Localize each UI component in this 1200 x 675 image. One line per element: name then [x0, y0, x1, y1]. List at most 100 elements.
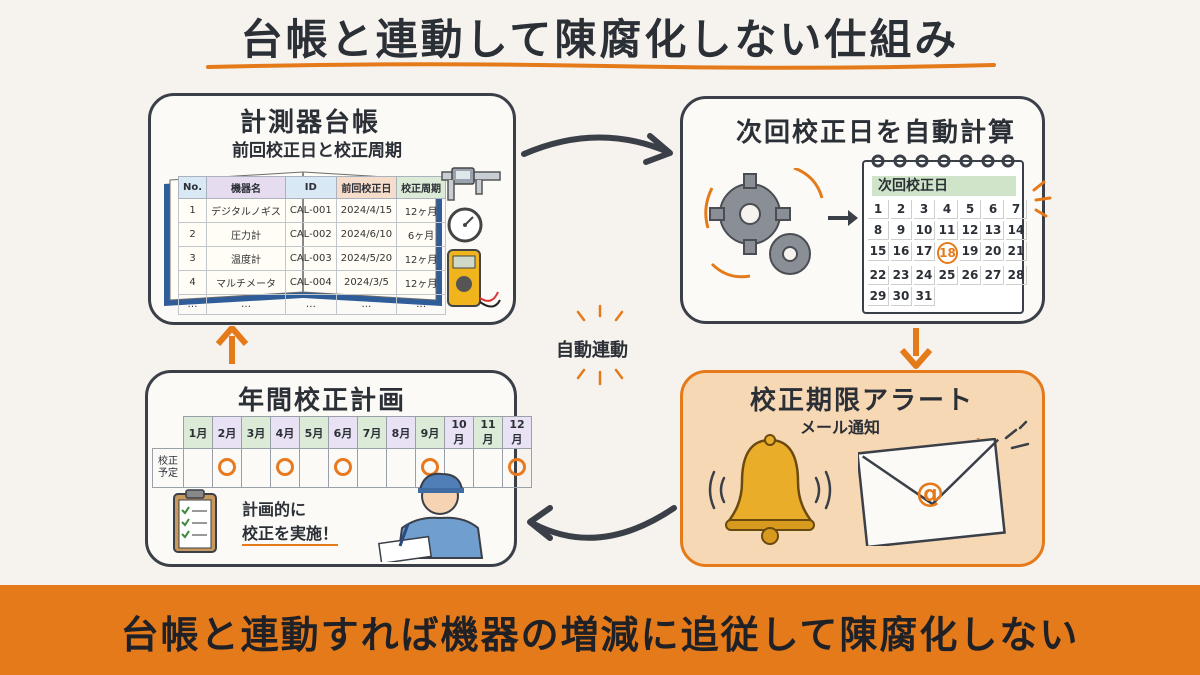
ledger-header-cell: ID — [284, 176, 337, 199]
calendar-day: 16 — [891, 242, 912, 261]
month-header: 11月 — [473, 416, 503, 449]
calendar-day: 6 — [983, 200, 1004, 219]
schedule-cell — [357, 448, 387, 488]
schedule-cell — [502, 448, 532, 488]
calendar-day: 26 — [960, 266, 981, 285]
ledger-header-cell: No. — [177, 176, 208, 199]
table-row: 2 圧力計 CAL-002 2024/6/10 6ヶ月 — [177, 222, 447, 247]
scheduled-mark-icon — [334, 457, 352, 476]
plan-note-line1: 計画的に — [242, 500, 307, 519]
next-calibration-title: 次回校正日を自動計算 — [736, 118, 1017, 148]
corner-cell — [153, 417, 184, 449]
calendar-day: 29 — [868, 287, 889, 306]
schedule-cell — [386, 448, 416, 488]
calendar-day: 14 — [1006, 221, 1027, 240]
scheduled-mark-icon — [218, 457, 236, 476]
calendar-label: 次回校正日 — [872, 176, 1016, 196]
month-header: 6月 — [328, 416, 358, 449]
mail-at-symbol: @ — [916, 476, 944, 509]
calendar-day: 31 — [914, 287, 935, 306]
table-cell: … — [177, 294, 208, 315]
month-header: 5月 — [299, 416, 329, 449]
table-cell: マルチメータ — [206, 270, 286, 295]
page-title: 台帳と連動して陳腐化しない仕組み — [240, 15, 960, 64]
calendar-day: 12 — [960, 221, 981, 240]
month-header: 8月 — [386, 416, 416, 449]
calendar-rings-icon — [871, 154, 1015, 168]
schedule-cell — [241, 448, 271, 488]
calendar-day: 9 — [891, 221, 912, 240]
envelope-icon — [858, 438, 1006, 546]
month-header: 4月 — [270, 416, 300, 449]
table-row: 3 温度計 CAL-003 2024/5/20 12ヶ月 — [177, 246, 447, 271]
table-cell: 4 — [177, 270, 208, 295]
calendar-day: 7 — [1006, 200, 1027, 219]
schedule-row-label: 校正予定 — [152, 448, 184, 488]
center-sparkle-icon — [576, 304, 624, 386]
schedule-cell — [183, 448, 213, 488]
ledger-header-cell: 機器名 — [206, 176, 286, 199]
calendar-day: 5 — [960, 200, 981, 219]
table-cell: 2024/3/5 — [335, 270, 398, 295]
alert-sparkle-icon — [1004, 420, 1030, 450]
table-cell: 12ヶ月 — [396, 198, 447, 223]
table-cell: 1 — [177, 198, 208, 223]
flow-arrow-right — [521, 133, 673, 165]
table-cell: 2024/4/15 — [335, 198, 398, 223]
calendar-day: 4 — [937, 200, 958, 219]
worker-icon — [378, 472, 484, 562]
annual-plan-title: 年間校正計画 — [238, 386, 407, 416]
calendar-day: 2 — [891, 200, 912, 219]
scheduled-mark-icon — [508, 457, 526, 476]
table-cell: 6ヶ月 — [396, 222, 447, 247]
table-cell: 12ヶ月 — [396, 270, 447, 295]
calendar-day-highlighted: 18 — [937, 242, 958, 264]
table-cell: 2024/5/20 — [335, 246, 398, 271]
calendar-day: 11 — [937, 221, 958, 240]
calendar-day: 1 — [868, 200, 889, 219]
table-cell: 圧力計 — [206, 222, 286, 247]
calendar-day: 22 — [868, 266, 889, 285]
calendar-day: 20 — [983, 242, 1004, 261]
table-row: … … … … … — [177, 294, 447, 315]
gear-icon — [704, 168, 824, 279]
ledger-table-wrap: No. 機器名 ID 前回校正日 校正周期 1 デジタルノギス CAL-001 … — [177, 176, 447, 315]
calendar-day: 28 — [1006, 266, 1027, 285]
month-header: 7月 — [357, 416, 387, 449]
multimeter-icon — [447, 249, 501, 308]
schedule-cell — [270, 448, 300, 488]
calendar-day: 19 — [960, 242, 981, 261]
table-cell: CAL-002 — [284, 222, 337, 247]
table-cell: 2 — [177, 222, 208, 247]
auto-link-label: 自動連動 — [556, 340, 628, 361]
clipboard-icon — [173, 489, 217, 553]
table-cell: … — [396, 294, 447, 315]
calendar-day: 17 — [914, 242, 935, 261]
month-header: 2月 — [212, 416, 242, 449]
footer-message: 台帳と連動すれば機器の増減に追従して陳腐化しない — [120, 613, 1080, 657]
calendar-day: 24 — [914, 266, 935, 285]
calendar-day: 10 — [914, 221, 935, 240]
table-row: 1 デジタルノギス CAL-001 2024/4/15 12ヶ月 — [177, 198, 447, 223]
scheduled-mark-icon — [276, 457, 294, 476]
table-cell: 2024/6/10 — [335, 222, 398, 247]
title-underline — [206, 62, 996, 70]
schedule-cell — [328, 448, 358, 488]
table-cell: CAL-004 — [284, 270, 337, 295]
calendar-day: 21 — [1006, 242, 1027, 261]
schedule-cell — [212, 448, 242, 488]
ledger-subtitle: 前回校正日と校正周期 — [232, 141, 402, 161]
table-cell: CAL-003 — [284, 246, 337, 271]
sparkle-icon — [1032, 180, 1052, 218]
bell-icon — [708, 434, 832, 545]
table-cell: 3 — [177, 246, 208, 271]
calendar-day: 27 — [983, 266, 1004, 285]
flow-arrow-left — [527, 505, 677, 541]
calendar-day: 23 — [891, 266, 912, 285]
scheduled-mark-icon — [421, 457, 439, 476]
table-cell: … — [206, 294, 286, 315]
flow-arrow-up — [215, 326, 249, 364]
month-header: 3月 — [241, 416, 271, 449]
calendar-day: 13 — [983, 221, 1004, 240]
